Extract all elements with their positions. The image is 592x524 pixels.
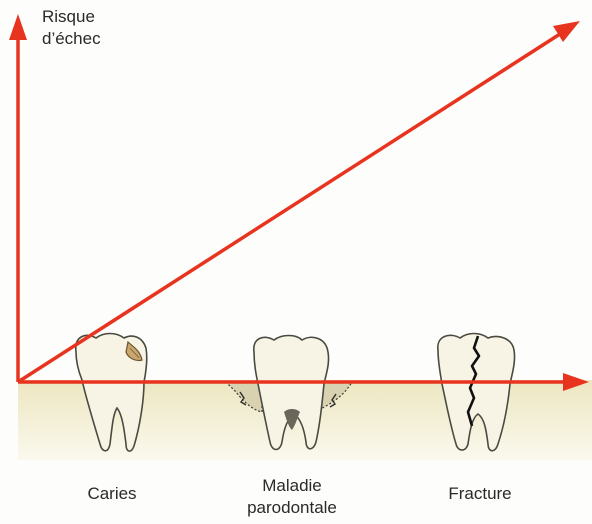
y-axis-label-line2: d’échec [42, 28, 101, 50]
risk-trend-line [18, 34, 560, 382]
caption-maladie-parodontale: Maladie parodontale [222, 475, 362, 519]
caption-fracture: Fracture [420, 483, 540, 505]
risk-trend-arrowhead [553, 21, 580, 42]
caption-maladie-line1: Maladie [222, 475, 362, 497]
y-axis-arrowhead [9, 14, 27, 40]
caption-maladie-line2: parodontale [222, 497, 362, 519]
y-axis-label-line1: Risque [42, 6, 101, 28]
caption-caries: Caries [62, 483, 162, 505]
y-axis-label: Risque d’échec [42, 6, 101, 50]
